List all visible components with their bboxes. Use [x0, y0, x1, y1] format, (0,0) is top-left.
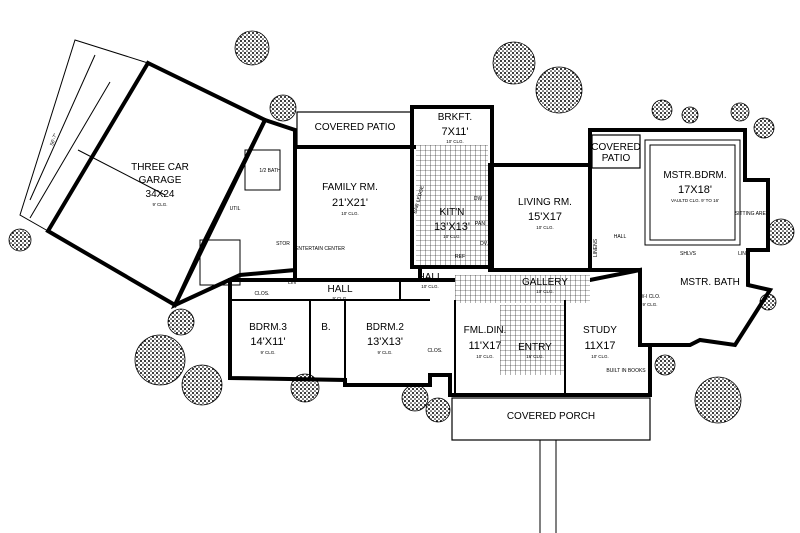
room-labels: BRKFT. 7X11' 10' CLG. FAMILY RM. 21'X21'…: [249, 112, 770, 374]
dining-clg: 10' CLG.: [476, 354, 494, 359]
covered-porch-label: COVERED PORCH: [507, 411, 595, 422]
clos-b2-label: CLOS.: [427, 348, 442, 354]
bedroom2-clg: 9' CLG.: [377, 350, 392, 355]
bedroom3-clg: 9' CLG.: [260, 350, 275, 355]
garage: 56'-7" THREE CAR GARAGE 34X24 9' CLG.: [19, 39, 268, 308]
tree: [8, 228, 32, 252]
gallery-name: GALLERY: [522, 277, 568, 288]
covered-patio-2-name-2: PATIO: [602, 153, 631, 164]
study-clg: 10' CLG.: [591, 354, 609, 359]
tree: [535, 66, 583, 114]
entertain-label: ENTERTAIN CENTER: [295, 246, 345, 252]
living-clg: 10' CLG.: [536, 225, 554, 230]
hall-center-clg: 10' CLG.: [421, 284, 439, 289]
lin-west-label: LIN: [288, 280, 296, 286]
tree: [425, 397, 451, 423]
hall-east-label: HALL: [614, 234, 627, 240]
shlvs-label: SHLVS: [680, 251, 697, 257]
wic-clg: 9' CLG.: [642, 302, 657, 307]
bath-name: B.: [321, 322, 330, 333]
entry-clg: 16' CLG.: [526, 354, 544, 359]
bedroom2-name: BDRM.2: [366, 322, 404, 333]
built-in-label: BUILT IN BOOKS: [606, 368, 646, 374]
wic-name: W-I CLO.: [640, 294, 661, 300]
hall-center-name: HALL: [417, 272, 442, 283]
hall-west-clg: 9' CLG.: [332, 296, 347, 301]
tree: [269, 94, 297, 122]
brkft-dim: 7X11': [442, 126, 469, 138]
brkft-name: BRKFT.: [438, 112, 472, 123]
master-bedroom-name: MSTR.BDRM.: [663, 170, 726, 181]
utility-wing: UTIL 1/2 BATH STOR: [170, 117, 297, 310]
family-dim: 21'X21': [332, 197, 368, 209]
bedroom2-dim: 13'X13': [367, 336, 403, 348]
tree: [654, 354, 676, 376]
hall-west-name: HALL: [327, 284, 352, 295]
stor-label: STOR: [276, 241, 290, 247]
clos-b3-label: CLOS.: [254, 291, 269, 297]
landscaping: [8, 30, 795, 424]
sitting-area-label: SITTING AREA: [735, 211, 770, 217]
tree: [167, 308, 195, 336]
master-bedroom-clg: VAULTD CLG. 9' TO 16': [671, 198, 719, 203]
tree: [767, 218, 795, 246]
garage-dim-line: 56'-7": [49, 132, 59, 146]
tree: [401, 384, 429, 412]
house-walls: COVERED PATIO COVERED PORCH: [228, 105, 774, 533]
living-dim: 15'X17: [528, 211, 562, 223]
entry-name: ENTRY: [518, 342, 552, 353]
study-dim: 11X17: [585, 340, 616, 352]
pantry-label: PAN: [475, 221, 485, 227]
kitchen-dim: 13'X13': [434, 221, 470, 233]
brkft-clg: 10' CLG.: [446, 139, 464, 144]
bedroom3-name: BDRM.3: [249, 322, 287, 333]
study-name: STUDY: [583, 325, 617, 336]
linens-label: LINENS: [593, 238, 599, 257]
util-label: UTIL: [230, 206, 241, 212]
tree: [234, 30, 270, 66]
tree: [181, 364, 223, 406]
covered-patio-label: COVERED PATIO: [315, 122, 396, 133]
dining-name: FML.DIN.: [464, 325, 507, 336]
half-bath-label: 1/2 BATH: [259, 168, 281, 174]
tree: [730, 102, 750, 122]
ref-label: REF: [455, 254, 465, 260]
dining-dim: 11'X17: [468, 340, 501, 352]
master-bath-name: MSTR. BATH: [680, 277, 740, 288]
kitchen-name: KIT'N: [440, 207, 465, 218]
kitchen-clg: 10' CLG.: [443, 234, 461, 239]
garage-name-2: GARAGE: [139, 175, 182, 186]
garage-dim: 34X24: [146, 189, 175, 200]
bedroom3-dim: 14'X11': [250, 336, 285, 348]
tree: [753, 117, 775, 139]
lin-east-label: LIN: [738, 251, 746, 257]
dw-label: DW: [474, 196, 483, 202]
covered-patio-2-name-1: COVERED: [591, 142, 640, 153]
tree: [651, 99, 673, 121]
ov-label: OV.: [480, 241, 488, 247]
tree: [134, 334, 186, 386]
garage-clg: 9' CLG.: [152, 202, 167, 207]
master-bedroom-dim: 17X18': [678, 184, 712, 196]
tree: [681, 106, 699, 124]
family-name: FAMILY RM.: [322, 182, 378, 193]
garage-name-1: THREE CAR: [131, 162, 189, 173]
living-name: LIVING RM.: [518, 197, 572, 208]
tree: [492, 41, 536, 85]
tree: [694, 376, 742, 424]
gallery-clg: 10' CLG.: [536, 289, 554, 294]
family-clg: 10' CLG.: [341, 211, 359, 216]
